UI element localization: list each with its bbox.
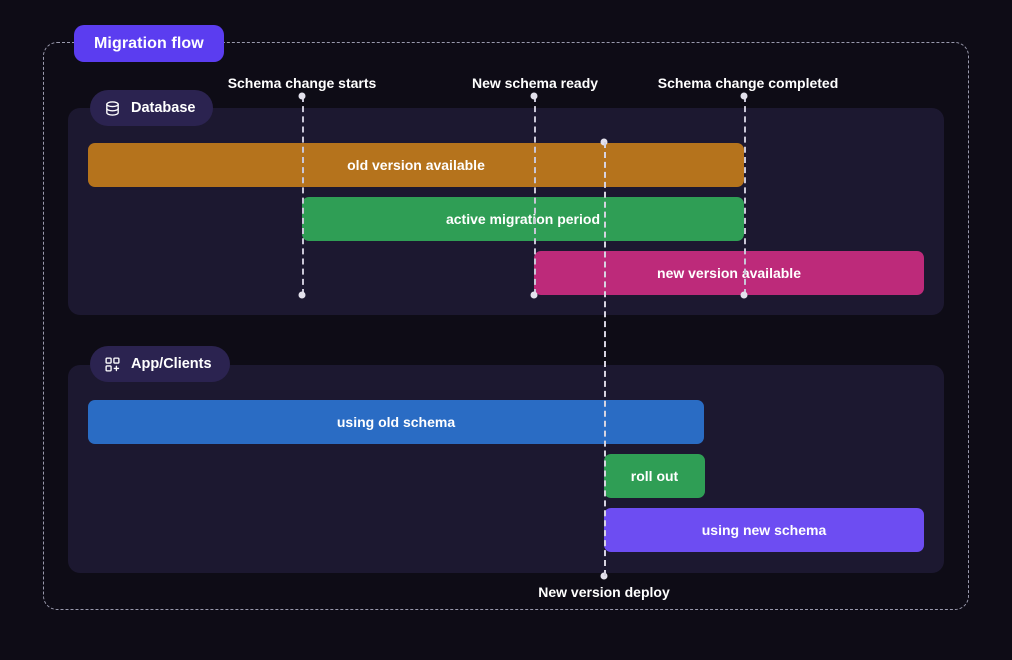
milestone-label-new-schema-ready: New schema ready: [471, 75, 599, 91]
bar-label-using-old-schema: using old schema: [336, 414, 456, 430]
lane-label-database: Database: [131, 100, 196, 116]
bar-active-migration-period[interactable]: active migration period: [302, 197, 744, 241]
lane-badge-database: Database: [90, 90, 214, 126]
milestone-line-new-schema-ready: [534, 96, 536, 295]
app-grid-plus-icon: [104, 356, 121, 373]
milestone-line-schema-change-completed: [744, 96, 746, 295]
diagram-outer-frame: [43, 42, 969, 610]
milestone-dot-schema-change-starts-top: [298, 92, 306, 100]
milestone-dot-new-schema-ready-top: [530, 92, 538, 100]
milestone-dot-schema-change-completed-top: [740, 92, 748, 100]
deploy-line-new-version-deploy: [604, 142, 606, 576]
bar-using-new-schema[interactable]: using new schema: [604, 508, 924, 552]
lane-label-app-clients: App/Clients: [131, 356, 212, 372]
milestone-label-schema-change-completed: Schema change completed: [657, 75, 839, 91]
bar-using-old-schema[interactable]: using old schema: [88, 400, 704, 444]
database-icon: [104, 100, 121, 117]
bar-label-roll-out: roll out: [630, 468, 679, 484]
lane-badge-app-clients: App/Clients: [90, 346, 230, 382]
migration-flow-badge: Migration flow: [74, 25, 224, 62]
bar-roll-out[interactable]: roll out: [604, 454, 705, 498]
milestone-dot-schema-change-starts-bottom: [298, 291, 306, 299]
bar-new-version-available[interactable]: new version available: [534, 251, 924, 295]
milestone-line-schema-change-starts: [302, 96, 304, 295]
milestone-label-schema-change-starts: Schema change starts: [227, 75, 377, 91]
milestone-dot-schema-change-completed-bottom: [740, 291, 748, 299]
bar-old-version-available[interactable]: old version available: [88, 143, 744, 187]
bar-label-new-version-available: new version available: [657, 265, 801, 281]
deploy-label-new-version-deploy: New version deploy: [538, 584, 670, 600]
bar-label-old-version-available: old version available: [347, 157, 485, 173]
deploy-dot-bottom: [600, 572, 608, 580]
bar-label-using-new-schema: using new schema: [701, 522, 827, 538]
milestone-dot-new-schema-ready-bottom: [530, 291, 538, 299]
migration-flow-label: Migration flow: [94, 34, 204, 52]
bar-label-active-migration-period: active migration period: [445, 211, 601, 227]
